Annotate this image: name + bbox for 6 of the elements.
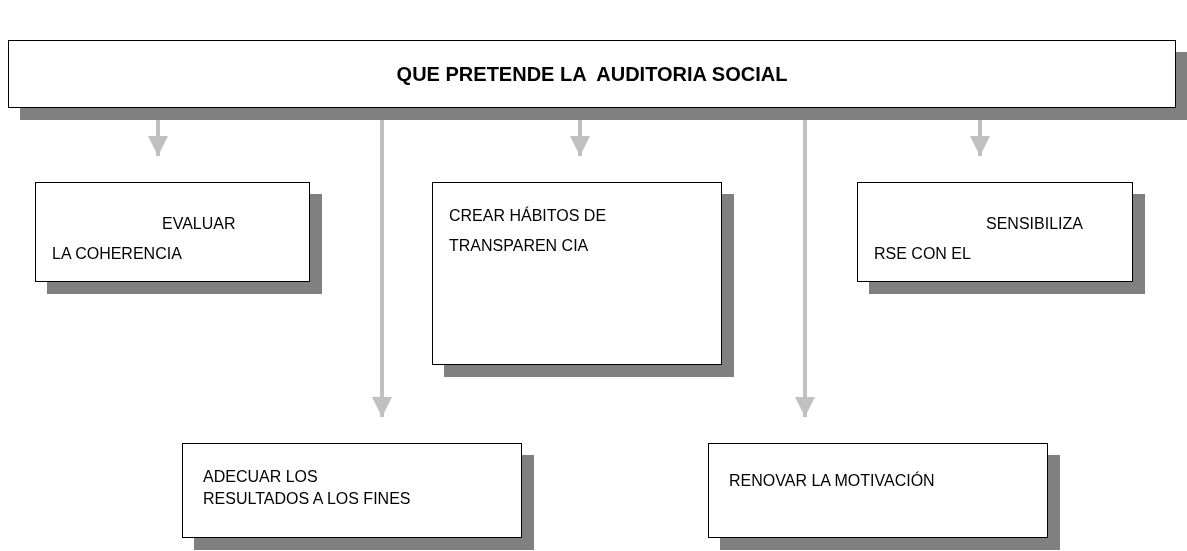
box-text: EVALUAR LA COHERENCIA [52,214,237,264]
box-text: RENOVAR LA MOTIVACIÓN [729,470,936,491]
box-title: QUE PRETENDE LA AUDITORIA SOCIAL [395,62,789,87]
box-text: ADECUAR LOS RESULTADOS A LOS FINES [203,467,412,509]
box-text: SENSIBILIZA RSE CON EL [874,214,1084,264]
box-text: CREAR HÁBITOS DE TRANSPAREN CIA [449,205,608,256]
